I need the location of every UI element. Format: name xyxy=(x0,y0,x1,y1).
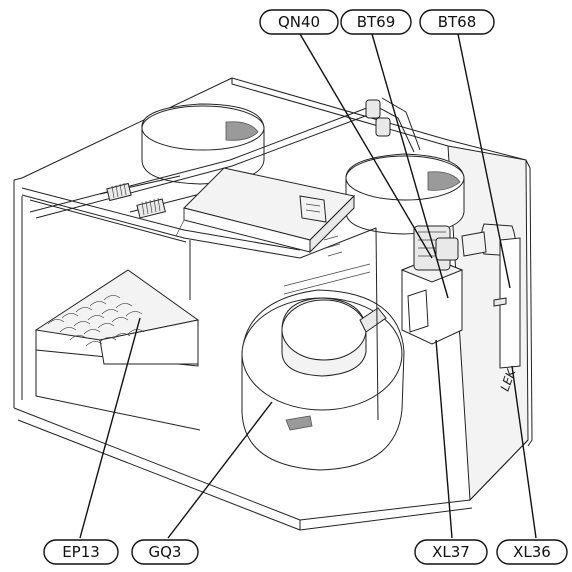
leader-gq3 xyxy=(167,401,273,539)
label-xl36-text: XL36 xyxy=(513,543,551,561)
leader-ep13 xyxy=(79,317,141,539)
label-xl37-text: XL37 xyxy=(432,543,470,561)
label-gq3: GQ3 xyxy=(131,539,199,565)
pipe-connector-1 xyxy=(106,182,132,202)
label-bt68: BT68 xyxy=(419,9,495,35)
right-compartment xyxy=(283,227,379,421)
fan-housing xyxy=(241,289,405,471)
leader-bt69 xyxy=(371,33,449,299)
leader-lines xyxy=(79,33,537,539)
label-qn40-text: QN40 xyxy=(278,13,320,31)
valve-assembly xyxy=(400,225,464,345)
label-ep13: EP13 xyxy=(43,539,119,565)
duct-rear xyxy=(141,103,265,185)
leader-xl36 xyxy=(511,365,537,539)
label-bt69-text: BT69 xyxy=(357,13,396,31)
outlet-pipe xyxy=(461,223,521,369)
heat-exchanger xyxy=(34,269,200,365)
label-qn40: QN40 xyxy=(259,9,339,35)
electrical-box xyxy=(175,167,356,254)
label-bt69: BT69 xyxy=(340,9,412,35)
label-ep13-text: EP13 xyxy=(62,543,100,561)
leader-bt68 xyxy=(457,33,511,289)
pipe-connector-2 xyxy=(136,197,166,219)
duct-front xyxy=(345,153,465,235)
label-xl36: XL36 xyxy=(496,539,568,565)
label-xl37: XL37 xyxy=(414,539,488,565)
leader-qn40 xyxy=(299,33,433,259)
label-gq3-text: GQ3 xyxy=(149,543,182,561)
label-bt68-text: BT68 xyxy=(438,13,477,31)
leader-xl37 xyxy=(435,339,453,539)
pipe-connector-3 xyxy=(365,99,391,137)
